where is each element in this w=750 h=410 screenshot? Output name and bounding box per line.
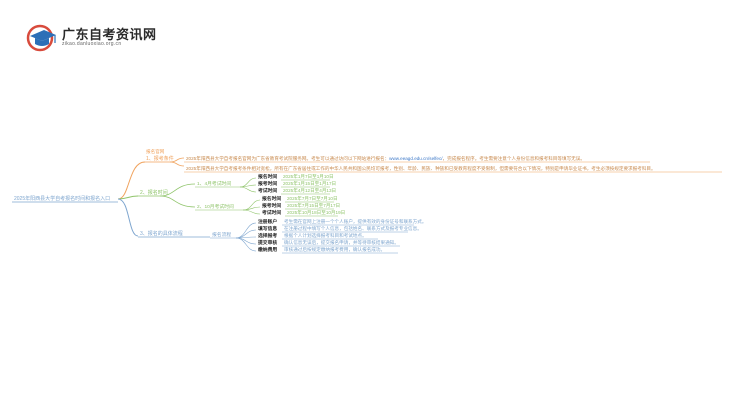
graduation-cap-icon [26,24,56,52]
branch1-item1-link[interactable]: www.eeagd.edu.cn/selfec/ [389,156,443,161]
sub2-row3-label: 考试时间 [262,209,281,216]
flow-row4-label: 提交审核 [258,239,277,246]
sub2-row2-value: 2025年7月15日至7月17日 [287,202,340,209]
sub1-row2-value: 2025年1月15日至1月17日 [283,180,336,187]
connector-branch2-sub1 [159,183,196,197]
sub2-row1-label: 报名时间 [262,195,281,202]
connector-root-branch3 [117,198,139,237]
branch1-item2: 2025年阳西县大学自考报考条件相对宽松，所有在广东省居住或工作的中华人民共和国… [186,165,656,172]
sub1-row2-label: 报考时间 [258,180,277,187]
flow-row1-label: 注册账户 [258,218,277,225]
flow-row3-value: 根据个人计划选择报考科目和考试地点。 [284,232,367,239]
connector-sub1-row3 [239,186,257,193]
branch1-item1-text: 2025年阳西县大学自考报名官网为广东省教育考试院服务网。考生可以通过访问以下网… [186,155,389,162]
flow-row3-label: 选择报考 [258,232,277,239]
flow-row2-label: 填写信息 [258,225,277,232]
sub1-row3-value: 2025年4月12日至4月13日 [283,187,336,194]
flow-row5-label: 缴纳费用 [258,246,277,253]
connector-sub1-row2 [239,184,257,188]
connector-flow-row5 [235,237,257,252]
branch3-sub-node: 报名流程 [212,231,231,238]
sub2-row3-value: 2025年10月18日至10月19日 [287,209,345,216]
sub1-row1-label: 报名时间 [258,173,277,180]
branch1-item1-text2: ，完成报名程序。考生需要注意个人身份信息和报考科目等填写无误。 [443,155,585,162]
flow-row5-value: 审核通过后按规定缴纳报考费用，确认报名成功。 [284,246,385,253]
connector-root-branch2 [117,195,139,200]
site-logo[interactable]: 广东自考资讯网 zikao.danluoxiao.org.cn [26,22,176,52]
flow-row4-value: 确认信息无误后，提交报名申请，并等待审核结果通知。 [284,239,399,246]
branch3-node: 3、报名的具体流程 [140,230,183,237]
connector-sub1-row1 [239,177,257,188]
site-url: zikao.danluoxiao.org.cn [62,41,122,47]
flow-row2-value: 在注册过程中填写个人信息，包括姓名、联系方式及报考专业信息。 [284,225,422,232]
root-node: 2025年阳西县大学自考报名时间和报名入口 [14,195,110,202]
sub1-row3-label: 考试时间 [258,187,277,194]
site-title: 广东自考资讯网 [62,27,157,42]
connector-root-branch1 [117,161,146,200]
sub2-row1-value: 2025年7月7日至7月10日 [287,195,338,202]
sub2-row2-label: 报考时间 [262,202,281,209]
branch2-sub2-node: 2、10月考试时间 [197,203,234,210]
branch1-node: 1、报考条件 [146,155,174,162]
sub1-row1-value: 2025年1月7日至1月10日 [283,173,334,180]
branch1-item1-label: 报名官网 [146,148,165,155]
connector-branch1-item2 [169,161,185,167]
connector-sub2-row3 [242,209,261,215]
flow-row1-value: 考生需在官网上注册一个个人账户，提供有效的身份证号和联系方式。 [284,218,426,225]
branch2-sub1-node: 1、4月考试时间 [197,180,231,187]
connector-branch2-sub2 [159,195,196,208]
branch2-node: 2、报名时间 [140,189,168,196]
branch1-item1: 2025年阳西县大学自考报名官网为广东省教育考试院服务网。考生可以通过访问以下网… [186,155,585,162]
